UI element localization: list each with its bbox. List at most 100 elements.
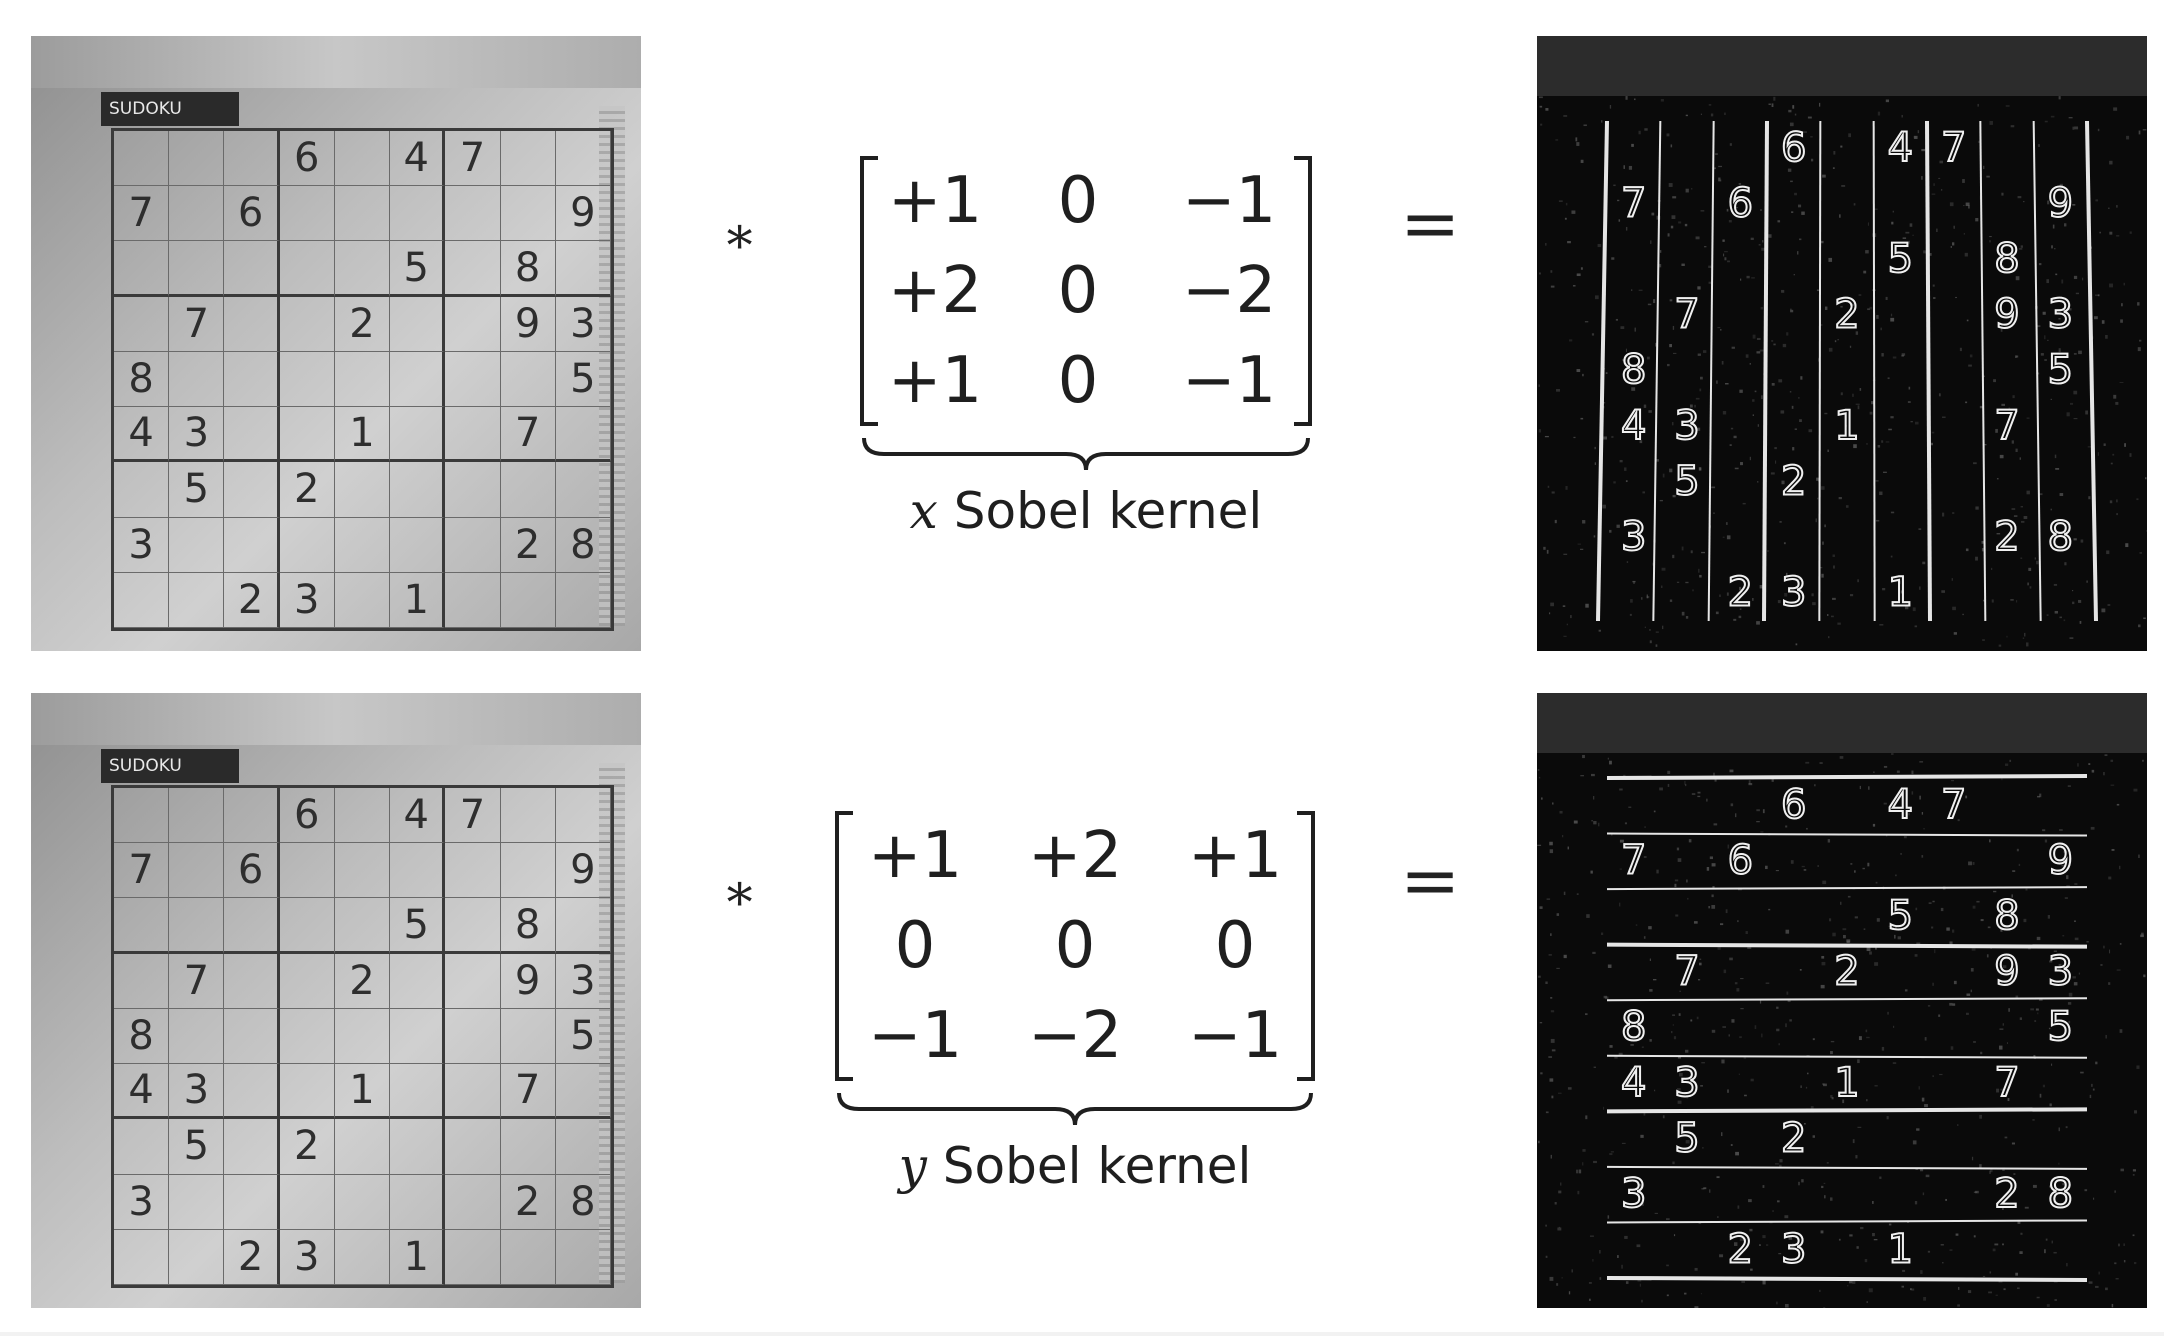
edge-noise [1577,1191,1579,1194]
sudoku-cell [501,186,556,241]
edge-noise [1551,1010,1554,1012]
edge-noise [1740,462,1743,465]
sudoku-cell: 3 [169,1064,224,1119]
sudoku-cell [556,573,611,628]
edge-noise [2074,353,2077,355]
edge-noise [1900,853,1902,855]
edge-noise [2037,1012,2038,1014]
edge-noise [2105,1035,2106,1039]
edge-noise [1682,547,1684,551]
edge-noise [1608,964,1612,967]
edge-noise [1876,520,1879,522]
sudoku-cell: 8 [114,1009,169,1064]
edge-noise [1763,809,1765,813]
sudoku-cell [390,954,445,1009]
edge-noise [1690,1019,1692,1021]
edge-noise [1895,875,1896,877]
edge-noise [2006,105,2010,106]
sudoku-grid: 64776958729385431752328231 [111,128,614,631]
edge-noise [1563,554,1567,555]
edge-noise [1557,1227,1561,1230]
edge-noise [1686,189,1689,193]
edge-noise [1617,1255,1619,1258]
edge-noise [2052,1241,2053,1244]
edge-noise [1963,205,1965,206]
edge-noise [2033,1185,2037,1188]
edge-noise [2079,973,2080,975]
edge-noise [1617,200,1619,201]
edge-noise [1999,1028,2003,1029]
edge-noise [2124,443,2126,447]
edge-digit: 8 [1621,1004,1646,1050]
edge-noise [1881,353,1883,356]
edge-noise [1577,369,1581,372]
edge-noise [1649,629,1651,631]
edge-noise [1973,1041,1976,1043]
edge-noise [2093,1089,2095,1091]
edge-noise [2012,395,2014,398]
edge-noise [1814,784,1816,786]
edge-noise [1891,314,1892,317]
edge-digit: 6 [1781,782,1806,828]
edge-digit: 3 [2048,292,2073,338]
edge-noise [2055,468,2059,470]
edge-noise [1549,954,1552,955]
edge-noise [1823,1084,1827,1087]
left-bracket [835,811,853,1081]
edge-noise [2086,941,2088,943]
edge-noise [2055,274,2057,276]
edge-noise [1773,97,1775,101]
edge-digit: 1 [1834,1060,1859,1106]
edge-noise [1760,350,1764,352]
edge-noise [1919,586,1920,589]
edge-noise [1997,478,1999,479]
edge-noise [1854,203,1856,205]
edge-noise [1590,871,1592,874]
edge-noise [1832,1097,1834,1099]
edge-noise [1970,354,1973,357]
sudoku-cell [445,1175,500,1230]
edge-noise [1724,113,1726,115]
edge-noise [1545,108,1548,111]
edge-noise [1862,868,1864,869]
edge-noise [2005,1137,2008,1139]
edge-noise [1598,244,1602,247]
edge-noise [1701,1062,1705,1063]
edge-noise [1954,226,1955,229]
edge-noise [1987,954,1989,957]
edge-noise [2053,1252,2056,1254]
edge-noise [2102,320,2105,324]
edge-noise [1883,472,1887,473]
edge-noise [1952,607,1956,610]
edge-noise [1762,1280,1765,1284]
edge-noise [1545,1225,1547,1227]
matrix-entry: 0 [995,901,1155,991]
edge-noise [1779,521,1781,522]
edge-noise [1666,1218,1670,1220]
edge-noise [1785,1023,1787,1027]
equals-sign: = [1400,838,1460,922]
edge-noise [2047,1304,2050,1307]
matrix-row: 000 [835,901,1315,991]
edge-noise [2113,107,2117,110]
edge-noise [1711,487,1715,489]
edge-noise [1938,1015,1940,1017]
edge-noise [1672,1162,1674,1165]
edge-noise [2038,144,2040,147]
sudoku-cell [280,186,335,241]
edge-noise [1751,1079,1754,1082]
sudoku-cell [280,954,335,1009]
edge-noise [1932,432,1935,434]
edge-noise [1624,165,1625,169]
edge-noise [1920,1270,1922,1274]
edge-noise [1550,270,1552,273]
edge-noise [1798,1182,1800,1185]
sudoku-cell [224,898,279,953]
edge-noise [1586,914,1590,918]
edge-noise [1967,320,1969,322]
edge-noise [1670,299,1673,301]
sudoku-cell [224,1064,279,1119]
sudoku-cell [556,1064,611,1119]
edge-noise [1769,104,1771,105]
convolution-operator: ∗ [722,206,757,266]
